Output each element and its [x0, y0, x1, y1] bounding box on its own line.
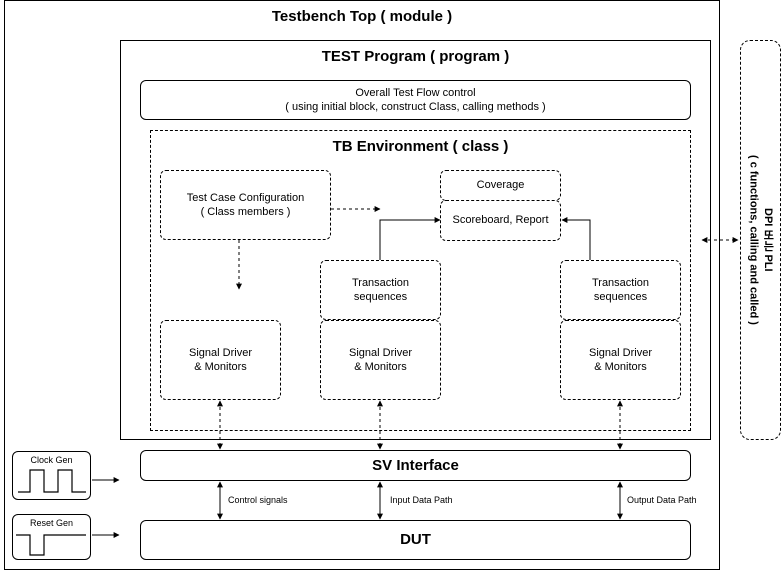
flow-control-box: Overall Test Flow control ( using initia…: [140, 80, 691, 120]
dpi-pli-label: DPI 또는 PLI ( c functions, calling and ca…: [747, 155, 774, 325]
control-signals-label: Control signals: [228, 495, 288, 505]
signal-driver-3: Signal Driver & Monitors: [560, 320, 681, 400]
scoreboard-box: Scoreboard, Report: [440, 200, 561, 241]
arrow-transaction1-to-scoreboard: [379, 217, 441, 260]
transaction-sequences-1: Transaction sequences: [320, 260, 441, 320]
reset-waveform-icon: [16, 534, 86, 556]
transaction-sequences-2: Transaction sequences: [560, 260, 681, 320]
coverage-box: Coverage: [440, 170, 561, 201]
reset-gen-label: Reset Gen: [29, 518, 74, 528]
clock-waveform-icon: [18, 469, 86, 493]
dpi-pli-box: [740, 40, 781, 440]
testbench-top-title: Testbench Top ( module ): [271, 8, 453, 25]
tb-environment-title: TB Environment ( class ): [332, 138, 509, 155]
tb-environment-box: [150, 130, 691, 431]
arrow-transaction2-to-scoreboard: [561, 217, 591, 260]
sv-interface-box: SV Interface: [140, 450, 691, 481]
clock-gen-label: Clock Gen: [30, 455, 73, 465]
test-case-config-box: Test Case Configuration ( Class members …: [160, 170, 331, 240]
reset-gen-box: [12, 514, 91, 560]
input-data-path-label: Input Data Path: [390, 495, 453, 505]
signal-driver-2: Signal Driver & Monitors: [320, 320, 441, 400]
test-program-title: TEST Program ( program ): [321, 48, 510, 65]
dut-box: DUT: [140, 520, 691, 560]
signal-driver-1: Signal Driver & Monitors: [160, 320, 281, 400]
output-data-path-label: Output Data Path: [627, 495, 697, 505]
